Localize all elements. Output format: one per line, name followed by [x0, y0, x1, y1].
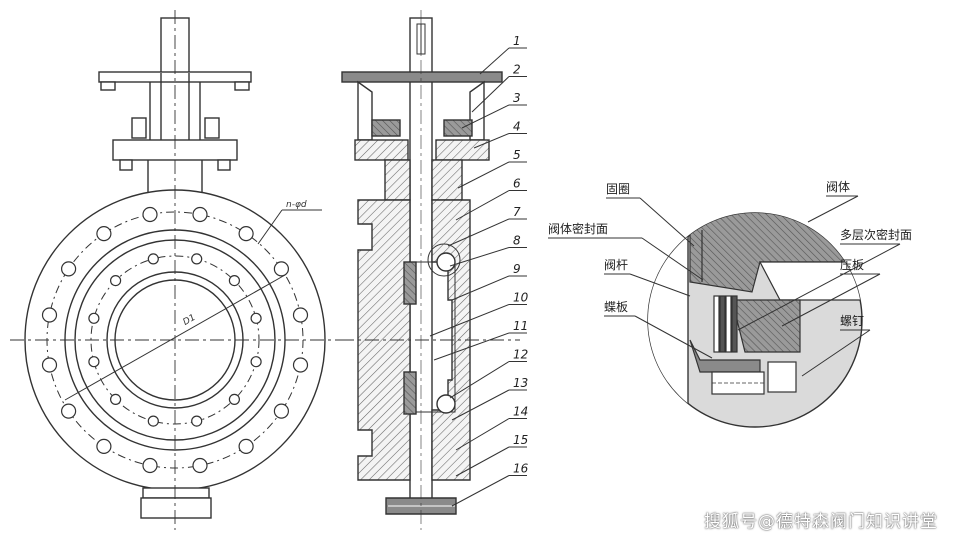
- bolt-hole: [250, 356, 262, 368]
- part-number-label: 5: [513, 148, 521, 162]
- part-number-label: 11: [513, 319, 528, 333]
- part-leader-line: [451, 275, 510, 301]
- bolt-hole: [41, 307, 58, 323]
- part-number-label: 3: [513, 91, 521, 105]
- section-view: [340, 10, 520, 530]
- front-view: [10, 10, 340, 530]
- part-number-label: 6: [513, 177, 521, 191]
- part-number-label: 14: [513, 405, 528, 419]
- bolt-hole: [60, 261, 77, 277]
- bolt-hole: [238, 226, 254, 242]
- bolt-hole: [88, 312, 100, 324]
- label-retaining-ring: 固圈: [606, 182, 630, 196]
- part-leader-line: [455, 418, 510, 451]
- label-valve-body: 阀体: [826, 180, 850, 194]
- part-leader-line: [449, 361, 510, 399]
- part-leader-line: [429, 304, 510, 337]
- part-leader-line: [451, 475, 510, 507]
- bolt-hole: [191, 415, 203, 427]
- part-leader-line: [451, 389, 510, 421]
- part-leader-line: [457, 161, 510, 189]
- bolt-hole: [228, 393, 240, 405]
- part-leader-line: [447, 218, 510, 247]
- bolt-hole: [192, 457, 208, 474]
- part-leader-line: [449, 247, 510, 267]
- part-number-label: 15: [513, 433, 528, 447]
- bolt-hole: [96, 226, 112, 242]
- detail-view: 固圈 阀体 阀体密封面 多层次密封面 阀杆 压板 蝶板 螺钉: [548, 180, 912, 428]
- bolt-hole: [142, 457, 158, 474]
- bolt-hole: [109, 393, 122, 405]
- bolt-hole: [250, 312, 262, 324]
- bolt-hole: [273, 261, 289, 277]
- part-leader-line: [455, 446, 510, 477]
- part-leader-line: [455, 190, 510, 221]
- part-number-label: 13: [513, 376, 528, 390]
- part-number-label: 4: [513, 120, 521, 134]
- part-leader-line: [479, 47, 510, 75]
- part-number-label: 9: [513, 262, 521, 276]
- label-multilayer-seal-face: 多层次密封面: [840, 227, 912, 242]
- bolt-hole: [147, 415, 159, 427]
- part-number-label: 12: [513, 348, 528, 362]
- bolt-hole: [273, 403, 289, 419]
- bolt-hole: [292, 307, 309, 323]
- bolt-hole: [147, 253, 159, 265]
- bolt-hole: [96, 438, 112, 454]
- part-leader-line: [471, 76, 510, 113]
- part-leader-line: [461, 104, 510, 129]
- bolt-hole: [88, 356, 100, 368]
- part-number-label: 1: [513, 34, 521, 48]
- label-butterfly-plate: 蝶板: [604, 299, 628, 314]
- part-number-label: 8: [513, 234, 521, 248]
- label-body-seal-face: 阀体密封面: [548, 221, 608, 236]
- part-leader-line: [433, 332, 510, 361]
- bolt-hole: [238, 438, 254, 454]
- watermark: 搜狐号@德特森阀门知识讲堂: [704, 512, 938, 532]
- dim-nd-label: n-φd: [286, 200, 307, 210]
- part-leader-line: [473, 133, 510, 149]
- part-number-label: 10: [513, 291, 529, 305]
- bolt-hole: [292, 357, 309, 373]
- bolt-hole: [60, 403, 77, 419]
- part-number-label: 7: [513, 205, 521, 219]
- bolt-hole: [142, 206, 158, 223]
- front-bolt-holes: [41, 206, 309, 474]
- bolt-hole: [228, 275, 240, 287]
- label-pressure-plate: 压板: [840, 258, 864, 272]
- label-screw: 螺钉: [840, 314, 864, 328]
- label-valve-stem: 阀杆: [604, 258, 628, 272]
- bolt-hole: [192, 206, 208, 223]
- bolt-hole: [41, 357, 58, 373]
- bolt-hole: [109, 275, 122, 287]
- bolt-hole: [191, 253, 203, 265]
- part-number-label: 2: [513, 63, 521, 77]
- part-number-label: 16: [513, 462, 529, 476]
